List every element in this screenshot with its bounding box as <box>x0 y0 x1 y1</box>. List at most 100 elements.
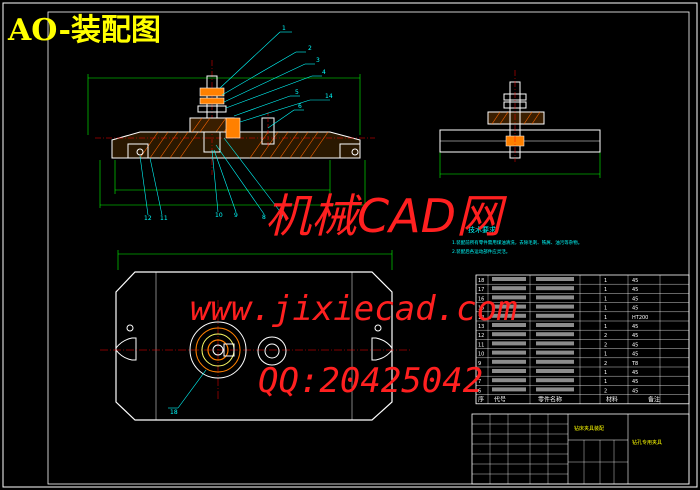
table-row-code-blur <box>492 341 526 346</box>
table-header-cell: 序 <box>478 396 484 404</box>
callout-11: 11 <box>160 215 168 222</box>
drawing-border <box>47 11 690 485</box>
table-row-material: 45 <box>632 352 638 358</box>
table-row-code-blur <box>492 295 526 300</box>
table-row-material: 45 <box>632 342 638 348</box>
table-row-code-blur <box>492 350 526 355</box>
table-row-no: 13 <box>478 324 484 330</box>
table-row-qty: 1 <box>604 324 607 330</box>
table-row-name-blur <box>536 359 574 364</box>
table-row-material: 45 <box>632 324 638 330</box>
table-row-no: 7 <box>478 379 481 385</box>
table-row-material: 45 <box>632 379 638 385</box>
table-row-name-blur <box>536 378 574 383</box>
table-row-no: 10 <box>478 352 484 358</box>
callout-7: 7 <box>280 214 284 221</box>
table-header-cell: 代号 <box>494 396 506 404</box>
table-row-no: 11 <box>478 342 484 348</box>
callout-4: 4 <box>322 69 326 76</box>
table-row-material: HT200 <box>632 315 648 321</box>
callout-18: 18 <box>170 409 178 416</box>
table-row-no: 15 <box>478 306 484 312</box>
table-row-no: 9 <box>478 361 481 367</box>
table-row-name-blur <box>536 295 574 300</box>
table-row-name-blur <box>536 277 574 281</box>
callout-3: 3 <box>316 57 320 64</box>
notes-line-1: 1.装配前所有零件需用煤油清洗，去除毛刺、铁屑、油污等杂物。 <box>452 239 582 246</box>
table-row-code-blur <box>492 313 526 318</box>
table-row-code-blur <box>492 378 526 383</box>
callout-5: 5 <box>295 89 299 96</box>
table-row-qty: 1 <box>604 370 607 376</box>
notes-line-2: 2.装配后各运动部件应灵活。 <box>452 248 510 255</box>
page-title: AO-装配图 <box>7 13 161 48</box>
table-row-no: 14 <box>478 315 484 321</box>
watermark-brand: 机械CAD网 <box>265 189 508 243</box>
table-row-name-blur <box>536 332 574 337</box>
table-row-no: 8 <box>478 370 481 376</box>
table-row-name-blur <box>536 350 574 355</box>
watermark-qq: QQ:20425042 <box>258 361 483 401</box>
table-row-qty: 2 <box>604 333 607 339</box>
drawing-title: 钻床夹具装配 <box>574 425 604 432</box>
table-row-code-blur <box>492 277 526 281</box>
callout-8: 8 <box>262 214 266 221</box>
table-row-name-blur <box>536 304 574 309</box>
callout-10: 10 <box>215 212 223 219</box>
table-row-qty: 1 <box>604 296 607 302</box>
table-row-code-blur <box>492 323 526 327</box>
title-block: 钻床夹具装配 钻孔专用夹具 <box>471 413 690 485</box>
table-row-code-blur <box>492 387 526 392</box>
table-row-name-blur <box>536 387 574 392</box>
table-row-material: 45 <box>632 296 638 302</box>
table-row-name-blur <box>536 369 574 373</box>
table-row-material: 45 <box>632 333 638 339</box>
table-row-no: 6 <box>478 388 481 394</box>
callout-2: 2 <box>308 45 312 52</box>
table-row-code-blur <box>492 332 526 337</box>
front-leaders <box>139 31 330 216</box>
table-row-qty: 2 <box>604 388 607 394</box>
table-row-qty: 1 <box>604 379 607 385</box>
table-row-code-blur <box>492 286 526 291</box>
table-header-cell: 零件名称 <box>538 396 562 404</box>
table-row-code-blur <box>492 369 526 373</box>
table-row-qty: 2 <box>604 342 607 348</box>
callout-1: 1 <box>282 25 286 32</box>
top-view: 18 <box>100 250 410 421</box>
callout-9: 9 <box>234 212 238 219</box>
table-row-code-blur <box>492 359 526 364</box>
table-row-material: 45 <box>632 388 638 394</box>
callout-14: 14 <box>325 93 333 100</box>
table-row-material: 45 <box>632 306 638 312</box>
table-row-name-blur <box>536 323 574 327</box>
watermark-url: www.jixiecad.com <box>190 289 518 329</box>
side-view <box>439 70 601 178</box>
table-header-cell: 备注 <box>648 396 660 404</box>
assembly-name: 钻孔专用夹具 <box>632 439 662 446</box>
table-row-qty: 1 <box>604 306 607 312</box>
notes-heading: 技术要求 <box>468 225 496 234</box>
table-header-cell: 材料 <box>606 396 618 404</box>
table-row-material: 45 <box>632 278 638 284</box>
table-row-no: 12 <box>478 333 484 339</box>
table-row-material: 45 <box>632 370 638 376</box>
table-row-qty: 1 <box>604 278 607 284</box>
table-row-name-blur <box>536 313 574 318</box>
table-row-qty: 1 <box>604 352 607 358</box>
table-row-name-blur <box>536 286 574 291</box>
table-row-material: 45 <box>632 287 638 293</box>
table-row-name-blur <box>536 341 574 346</box>
callout-6: 6 <box>298 103 302 110</box>
technical-notes: 技术要求 1.装配前所有零件需用煤油清洗，去除毛刺、铁屑、油污等杂物。 2.装配… <box>452 225 582 255</box>
table-row-qty: 2 <box>604 361 607 367</box>
table-row-qty: 1 <box>604 315 607 321</box>
watermark: 机械CAD网 www.jixiecad.com QQ:20425042 <box>190 189 518 401</box>
table-row-code-blur <box>492 304 526 309</box>
table-row-qty: 1 <box>604 287 607 293</box>
table-row-no: 18 <box>478 278 484 284</box>
